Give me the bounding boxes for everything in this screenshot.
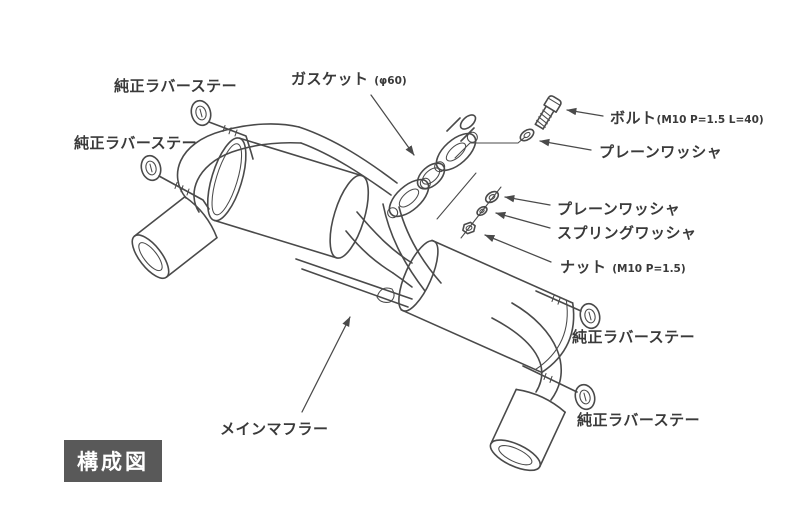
gasket-label-text: ガスケット bbox=[291, 70, 369, 88]
rubber-stay-top-2-label: 純正ラバーステー bbox=[74, 134, 198, 152]
spring-washer-icon bbox=[476, 205, 488, 217]
right-muffler-tip bbox=[489, 388, 566, 472]
plain-washer-upper-label: プレーンワッシャ bbox=[599, 143, 723, 161]
gasket-ring bbox=[416, 162, 446, 190]
y-pipe bbox=[345, 203, 442, 292]
rubber-stay-grommet-1 bbox=[190, 99, 212, 127]
plain-washer-lower-label: プレーンワッシャ bbox=[557, 200, 681, 218]
upper-flange bbox=[434, 131, 478, 173]
main-muffler-label: メインマフラー bbox=[220, 420, 329, 438]
rubber-stay-grommet-4 bbox=[574, 383, 596, 411]
rubber-stay-top-1-label: 純正ラバーステー bbox=[114, 77, 238, 95]
rubber-stay-right-1-label: 純正ラバーステー bbox=[572, 328, 696, 346]
bolt-label: ボルト(M10 P=1.5 L=40) bbox=[610, 110, 764, 127]
plain-washer-upper-leader-arrow bbox=[539, 138, 592, 151]
hanger-rod-3 bbox=[535, 290, 582, 312]
bolt-icon bbox=[534, 95, 562, 130]
rubber-stay-grommet-2 bbox=[140, 154, 162, 182]
lower-flange bbox=[387, 177, 431, 219]
plain-washer-upper-icon bbox=[519, 128, 535, 142]
gasket-spec: (φ60) bbox=[374, 75, 407, 87]
stub-pipe bbox=[446, 114, 477, 142]
hanger-rod-2 bbox=[158, 175, 210, 210]
bolt-leader-arrow bbox=[566, 107, 604, 117]
nut-leader-arrow bbox=[484, 234, 552, 263]
pipe-clamp bbox=[376, 287, 395, 303]
spring-washer-leader-arrow bbox=[495, 211, 551, 229]
nut-icon bbox=[462, 221, 476, 235]
hanger-rod-1 bbox=[208, 121, 254, 160]
right-muffler-body bbox=[398, 239, 575, 374]
support-bar bbox=[295, 258, 413, 308]
gasket-label: ガスケット (φ60) bbox=[291, 71, 407, 88]
rubber-stay-grommet-3 bbox=[579, 302, 601, 330]
nut-label-text: ナット bbox=[560, 258, 607, 276]
left-muffler-body bbox=[206, 137, 370, 259]
diagram-title-badge: 構成図 bbox=[64, 440, 162, 482]
lower-bracket-guide bbox=[436, 172, 477, 220]
upper-bracket-guide bbox=[454, 136, 526, 159]
hanger-rod-4 bbox=[522, 365, 578, 393]
nut-label: ナット (M10 P=1.5) bbox=[560, 259, 686, 276]
rubber-stay-right-2-label: 純正ラバーステー bbox=[577, 411, 701, 429]
bolt-label-text: ボルト bbox=[610, 109, 657, 127]
main-muffler-leader-arrow bbox=[301, 316, 351, 413]
nut-spec: (M10 P=1.5) bbox=[612, 263, 686, 275]
plain-washer-lower-icon bbox=[484, 190, 500, 204]
left-muffler-tip bbox=[131, 195, 218, 280]
right-tailpipe bbox=[491, 302, 562, 401]
inlet-pipe bbox=[298, 126, 398, 196]
bolt-spec: (M10 P=1.5 L=40) bbox=[656, 114, 764, 126]
spring-washer-label: スプリングワッシャ bbox=[557, 224, 697, 242]
plain-washer-lower-leader-arrow bbox=[504, 194, 551, 206]
gasket-leader-arrow bbox=[370, 94, 415, 156]
